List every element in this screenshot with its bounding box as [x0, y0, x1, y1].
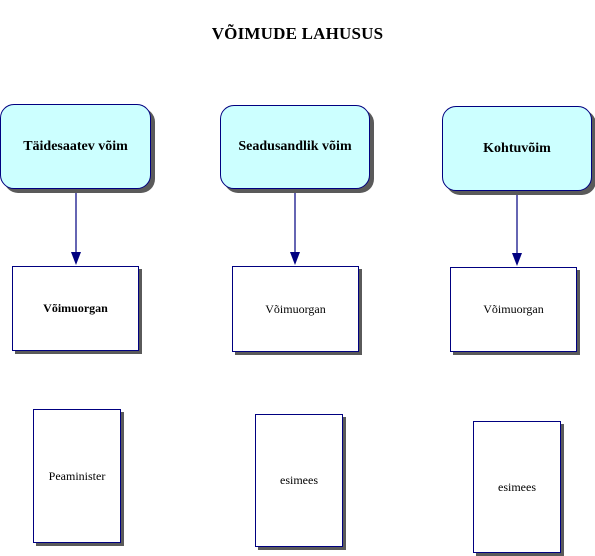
- branch-label: Seadusandlik võim: [238, 139, 352, 154]
- organ-box-judicial: Võimuorgan: [450, 267, 577, 352]
- organ-label: Võimuorgan: [43, 301, 108, 315]
- organ-label: Võimuorgan: [483, 302, 544, 316]
- organ-box-legislative: Võimuorgan: [232, 266, 359, 352]
- branch-box-executive: Täidesaatev võim: [0, 104, 151, 189]
- role-box-legislative: esimees: [255, 414, 343, 547]
- branch-box-judicial: Kohtuvõim: [442, 106, 592, 191]
- role-label: Peaminister: [48, 468, 106, 483]
- organ-box-executive: Võimuorgan: [12, 266, 139, 351]
- arrow-branch-0-to-organ-0: [71, 189, 81, 265]
- branch-label: Kohtuvõim: [483, 140, 551, 156]
- role-box-judicial: esimees: [473, 421, 561, 553]
- branch-label: Täidesaatev võim: [23, 138, 128, 154]
- role-box-executive: Peaminister: [33, 409, 121, 543]
- role-label: esimees: [498, 479, 536, 494]
- branch-box-legislative: Seadusandlik võim: [220, 105, 370, 189]
- diagram-title: VÕIMUDE LAHUSUS: [211, 24, 384, 43]
- arrow-branch-2-to-organ-2: [512, 191, 522, 266]
- organ-label: Võimuorgan: [265, 301, 326, 316]
- arrow-branch-1-to-organ-1: [290, 189, 300, 265]
- role-label: esimees: [280, 473, 318, 487]
